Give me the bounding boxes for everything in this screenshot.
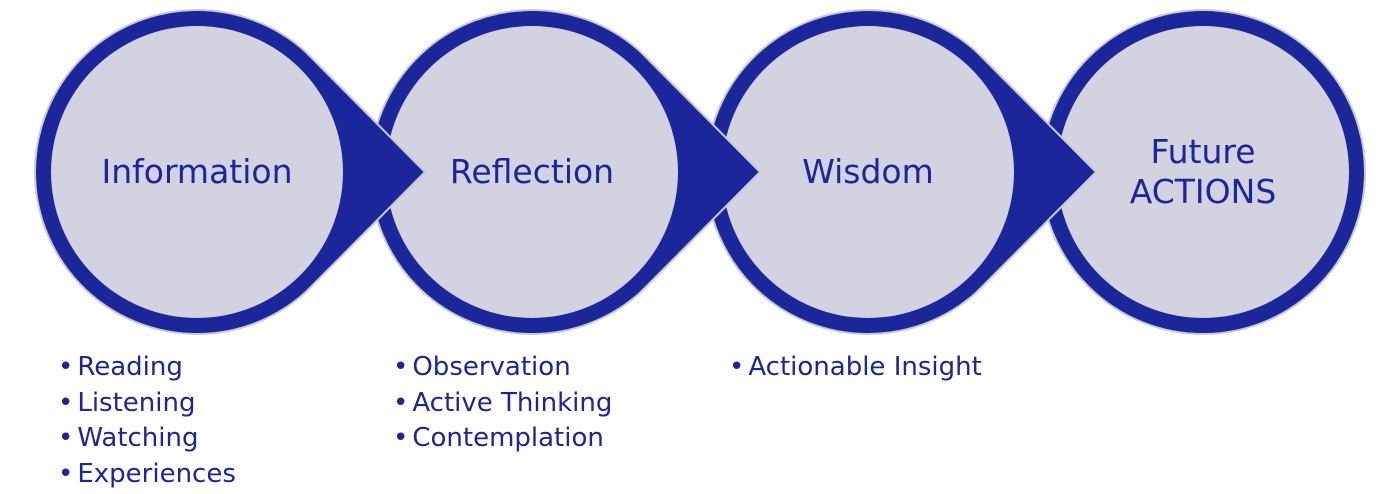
circle-fill	[722, 26, 1014, 318]
stage-shape-information	[34, 9, 427, 335]
bullet-list-information: Reading Listening Watching Experiences	[58, 350, 236, 492]
circle-fill	[386, 26, 678, 318]
bullet-list-reflection: Observation Active Thinking Contemplatio…	[393, 350, 612, 457]
stage-future-line-1: Future	[1150, 132, 1256, 171]
bullet-item: Contemplation	[393, 421, 612, 457]
stage-future-actions-title: Future ACTIONS	[1130, 132, 1277, 212]
bullet-item: Observation	[393, 350, 612, 386]
stage-shape-wisdom	[705, 9, 1098, 335]
stage-future-line-2: ACTIONS	[1129, 172, 1277, 211]
bullet-item: Actionable Insight	[729, 350, 981, 386]
bullet-list-wisdom: Actionable Insight	[729, 350, 981, 386]
bullet-item: Experiences	[58, 457, 236, 493]
bullet-item: Active Thinking	[393, 386, 612, 422]
stage-reflection-title: Reflection	[449, 152, 615, 191]
stage-wisdom-title: Wisdom	[802, 152, 934, 191]
circle-fill	[51, 26, 343, 318]
circle-fill	[1057, 26, 1349, 318]
stage-shape-future-actions	[1040, 9, 1366, 335]
bullet-item: Listening	[58, 386, 236, 422]
stage-information-title: Information	[101, 152, 293, 191]
bullet-item: Reading	[58, 350, 236, 386]
bullet-item: Watching	[58, 421, 236, 457]
